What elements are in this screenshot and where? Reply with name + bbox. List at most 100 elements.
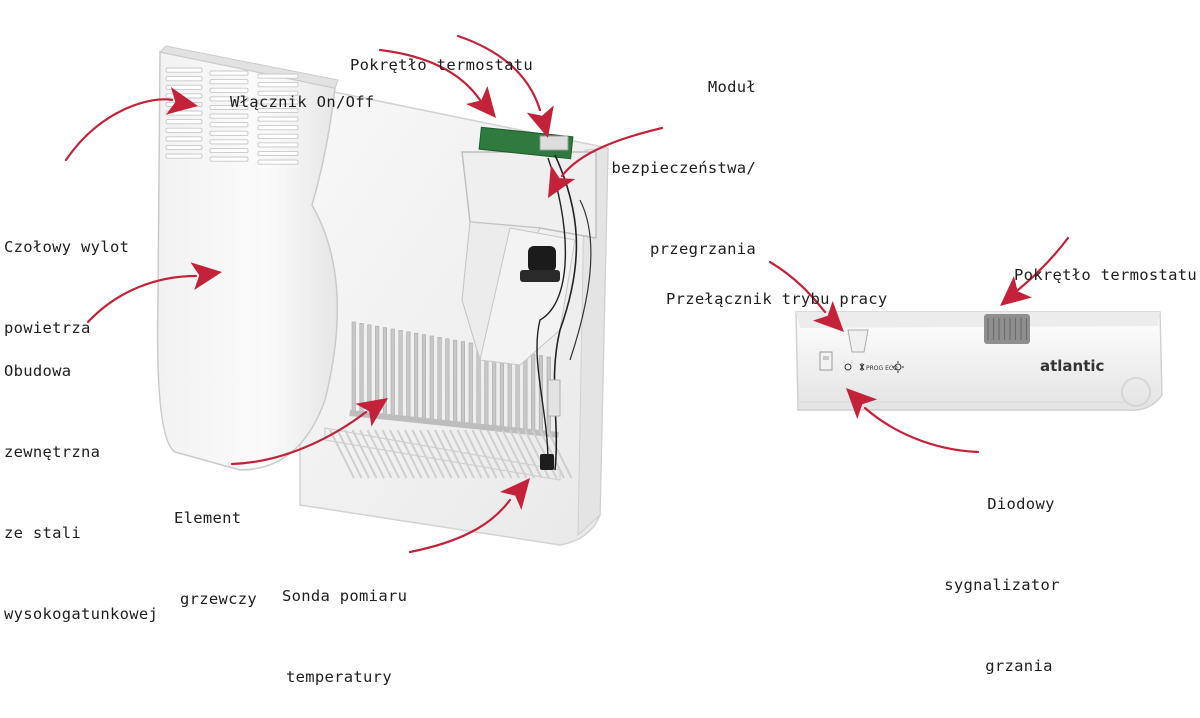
grille-bar (344, 429, 370, 479)
arrow-on-off-switch (378, 48, 496, 118)
louvre-slat (209, 96, 249, 102)
heating-fin (421, 334, 427, 422)
louvre-slat (209, 147, 249, 154)
louvre-slat (165, 84, 203, 90)
heating-fin (398, 330, 403, 420)
label-temperature-probe: Sonda pomiaru temperatury (282, 587, 408, 686)
arrow-temperature-probe-shaft (408, 498, 512, 554)
arrow-outer-casing (86, 262, 222, 324)
arrow-front-air-outlet (64, 87, 198, 162)
louvre-slat (165, 136, 203, 142)
louvre-slat (209, 139, 249, 145)
label-front-air-outlet: Czołowy wylot powietrza (4, 238, 130, 337)
grille-bar (404, 429, 430, 479)
arrow-safety-module-head (548, 165, 576, 198)
grille-bar (494, 429, 520, 479)
heating-fin (531, 353, 536, 433)
callout-arrows (64, 34, 1070, 554)
arrow-heating-element-head (355, 398, 388, 427)
grille-bar (389, 429, 415, 479)
louvre-slat (209, 104, 249, 111)
grille-bar (471, 429, 498, 479)
front-casing (156, 51, 339, 471)
heating-fin (445, 338, 450, 424)
arrow-thermostat-top-head (526, 105, 554, 138)
safety-relay (520, 246, 560, 282)
grille-bar (419, 429, 445, 479)
grille-bar (336, 429, 363, 479)
louvre-slat (257, 99, 299, 105)
heating-fin (390, 328, 395, 419)
heating-fin (429, 335, 434, 423)
heating-fin (359, 323, 364, 416)
arrow-heating-element-shaft (230, 410, 368, 466)
louvre-slat (165, 76, 203, 82)
arrow-on-off-switch-shaft (378, 48, 482, 102)
heating-fin (468, 342, 473, 427)
louvre-slat (209, 70, 249, 76)
arrow-safety-module-shaft (560, 126, 664, 178)
grille-bar (426, 429, 453, 479)
louvre-slat (257, 73, 299, 79)
grille-bar (411, 429, 438, 479)
heating-tube (349, 410, 559, 438)
grille-bar (381, 429, 408, 479)
mode-switch[interactable] (847, 329, 869, 353)
heater-illustration: PROG ECO atlantic (64, 34, 1163, 554)
heating-fin (453, 339, 458, 425)
grille-bar (351, 429, 378, 479)
label-safety-module: Moduł bezpieczeństwa/ przegrzania (611, 78, 756, 258)
heating-element-fins (349, 321, 559, 438)
mode-text: PROG ECO (866, 365, 898, 372)
control-board (478, 126, 574, 160)
heating-fin (351, 321, 356, 415)
heating-fin (406, 331, 411, 420)
grille-frame (324, 427, 561, 481)
louvre-slat (209, 113, 249, 119)
louvre-slat (165, 144, 203, 151)
arrow-outer-casing-shaft (86, 274, 198, 324)
label-heating-element: Element grzewczy (174, 509, 258, 608)
heating-fin (414, 332, 419, 421)
arrow-outer-casing-head (190, 262, 222, 291)
temperature-probe (540, 454, 554, 470)
arrow-mode-switch-shaft (768, 260, 827, 314)
arrow-mode-switch-head (812, 300, 844, 332)
louvre-slat (257, 125, 299, 131)
grille-bar (366, 429, 393, 479)
grille-bar (329, 429, 355, 479)
arrow-thermostat-right-shaft (1016, 236, 1070, 292)
louvre-slat (257, 133, 299, 139)
louvre-slat (165, 119, 203, 125)
thermostat-knob[interactable] (984, 314, 1030, 344)
heating-fin (460, 341, 466, 426)
louvre-slat (257, 82, 299, 88)
grille-bar (441, 429, 468, 479)
diagram-canvas: PROG ECO atlantic Pokrętło termostatu Wł… (4, 34, 1197, 686)
control-panel-body (795, 311, 1163, 411)
label-outer-casing: Obudowa zewnętrzna ze stali wysokogatunk… (4, 362, 159, 623)
heating-fin (437, 337, 442, 424)
louvre-slat (257, 90, 299, 96)
arrow-thermostat-right-head (1000, 275, 1032, 306)
arrow-heating-led-head (846, 388, 878, 420)
louvre-slat (209, 87, 249, 93)
grille-bar (546, 429, 573, 479)
grille-bar (516, 429, 543, 479)
louvre-slat (257, 150, 299, 157)
label-heating-led: Diodowy sygnalizator grzania (944, 495, 1060, 675)
grille-bar (434, 429, 460, 479)
arrow-heating-led (846, 388, 980, 454)
arrow-front-air-outlet-shaft (64, 98, 174, 162)
grille-bar (486, 429, 513, 479)
louvre-slat (165, 127, 203, 133)
arrow-temperature-probe (408, 478, 530, 554)
louvre-slat (165, 153, 203, 159)
grille-bar (509, 429, 535, 479)
label-thermostat-knob-top: Pokrętło termostatu (350, 56, 534, 74)
label-mode-switch: Przełącznik trybu pracy (666, 290, 888, 308)
louvre-slat (209, 79, 249, 85)
louvre-slat (257, 116, 299, 122)
heating-fin (523, 352, 528, 432)
arrow-safety-module (548, 126, 664, 198)
